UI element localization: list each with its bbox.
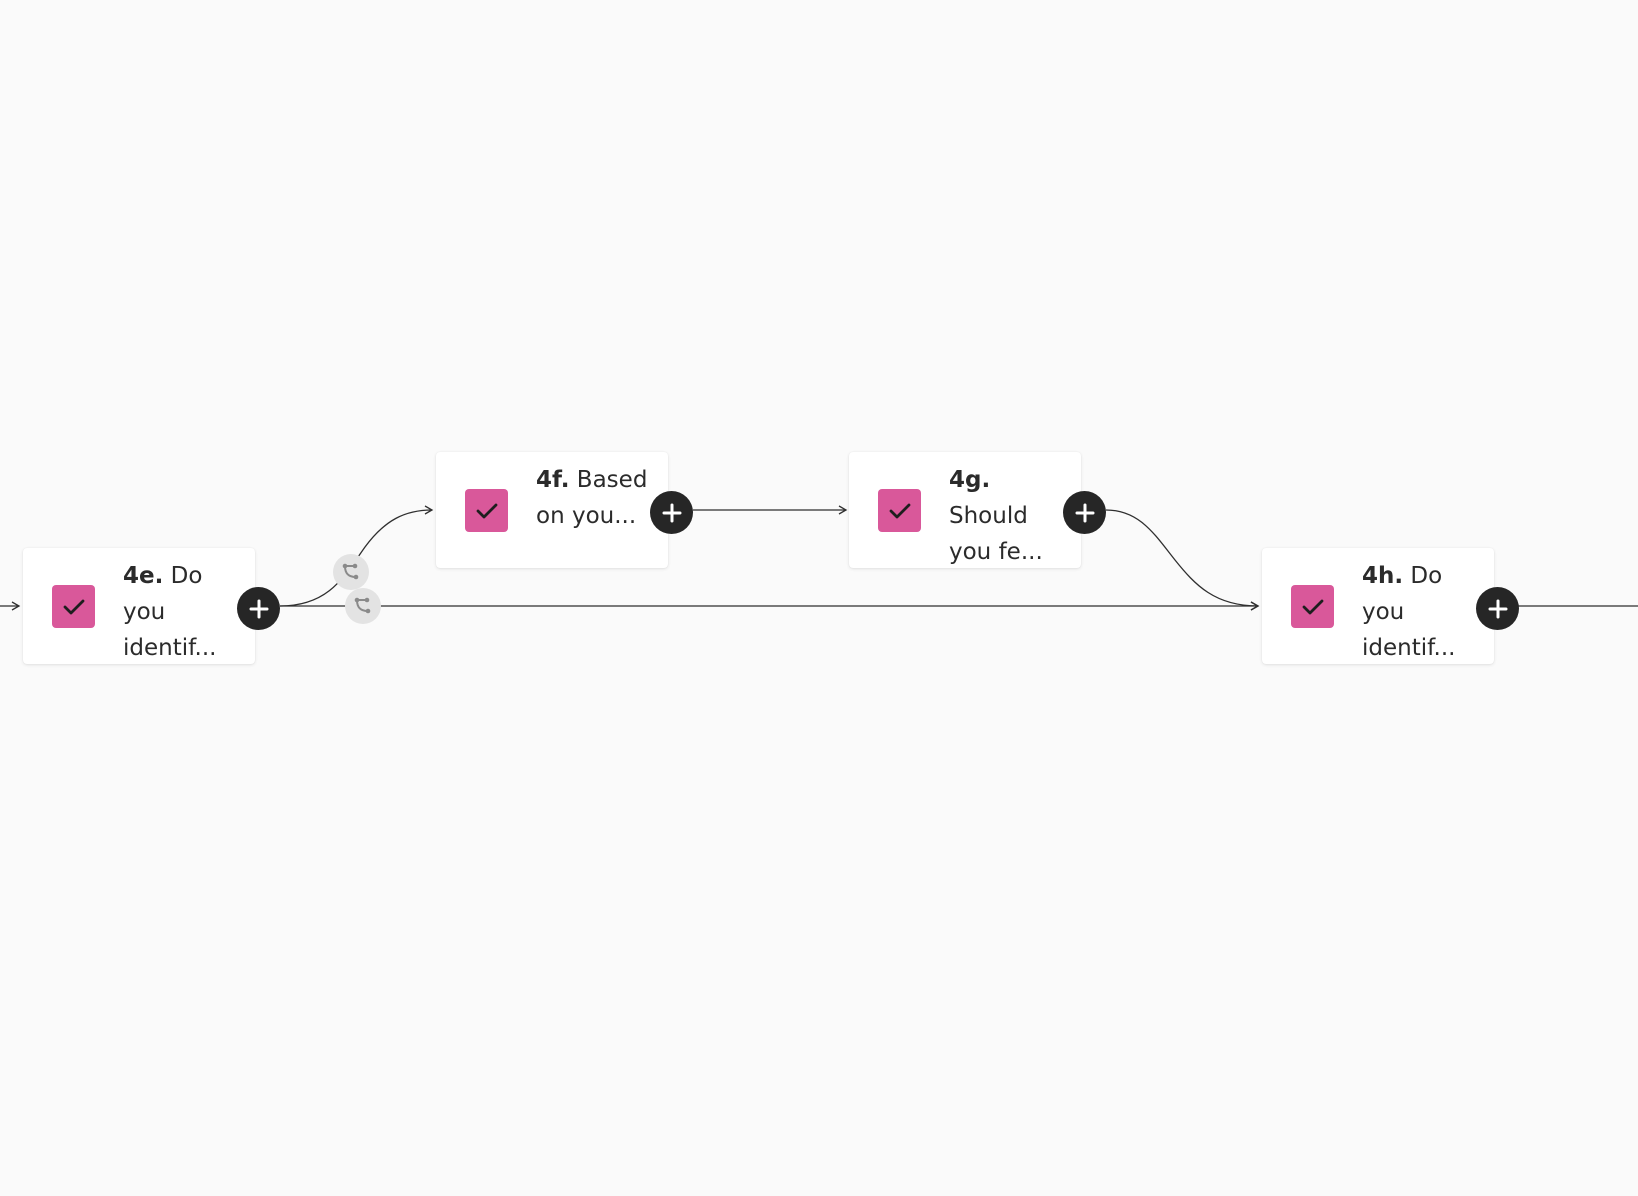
connector-4e-4f [279,505,434,607]
node-number: 4f. [536,467,570,493]
node-number: 4g. [949,467,991,493]
add-step-button-4f[interactable] [650,491,693,534]
connector-4g-4h [1105,509,1260,611]
node-text: Should you fe... [949,503,1043,565]
node-number: 4h. [1362,563,1404,589]
node-text: Do you identif... [123,563,217,661]
flow-node-4h[interactable]: 4h. Do you identif... [1262,548,1494,664]
plus-icon [662,503,681,522]
flow-node-4e[interactable]: 4e. Do you identif... [23,548,255,664]
node-number: 4e. [123,563,164,589]
branch-button-upper[interactable] [333,554,369,590]
flow-node-4g[interactable]: 4g. Should you fe... [849,452,1081,568]
add-step-button-4g[interactable] [1063,491,1106,534]
node-label: 4f. Based on you... [536,462,654,534]
add-step-button-4e[interactable] [237,587,280,630]
plus-icon [1488,599,1507,618]
plus-icon [249,599,268,618]
node-text: Do you identif... [1362,563,1456,661]
flow-node-4f[interactable]: 4f. Based on you... [436,452,668,568]
plus-icon [1075,503,1094,522]
branch-icon [342,563,359,580]
check-icon [878,489,921,532]
branch-button-lower[interactable] [345,588,381,624]
node-label: 4e. Do you identif... [123,558,241,666]
check-icon [52,585,95,628]
node-label: 4g. Should you fe... [949,462,1067,570]
check-icon [465,489,508,532]
node-text: Based on you... [536,467,648,529]
check-icon [1291,585,1334,628]
add-step-button-4h[interactable] [1476,587,1519,630]
node-label: 4h. Do you identif... [1362,558,1480,666]
branch-icon [354,597,371,614]
